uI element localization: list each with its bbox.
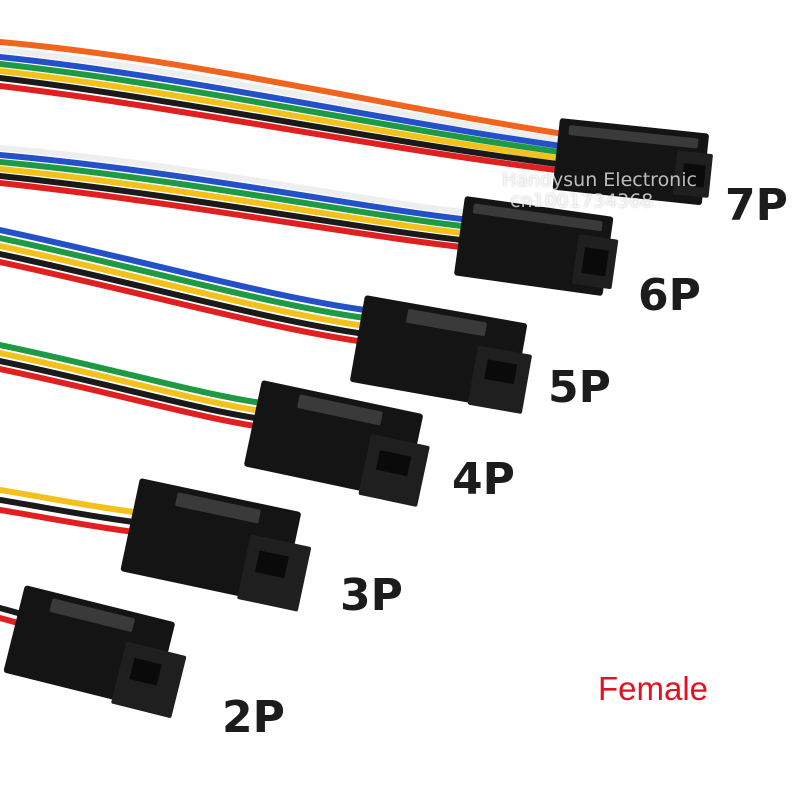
- cable-5p: [0, 227, 383, 347]
- connector-4p: [244, 380, 430, 507]
- caption-female: Female: [598, 670, 709, 707]
- connector-7p: [552, 118, 713, 205]
- label-3p: 3P: [340, 570, 403, 621]
- label-5p: 5P: [548, 362, 611, 413]
- connector-6p: [454, 196, 619, 296]
- watermark-line-1: Handysun Electronic: [502, 169, 697, 191]
- label-2p: 2P: [222, 692, 285, 743]
- watermark: Handysun Electronic cn1001734368: [502, 170, 697, 212]
- connector-2p: [3, 585, 187, 718]
- watermark-line-2: cn1001734368: [510, 189, 654, 212]
- label-6p: 6P: [638, 270, 701, 321]
- connector-5p: [350, 295, 532, 414]
- label-4p: 4P: [452, 454, 515, 505]
- label-7p: 7P: [725, 180, 788, 231]
- cable-7p: [0, 39, 593, 177]
- cable-4p: [0, 342, 278, 432]
- cable-6p: [0, 145, 493, 253]
- connector-3p: [120, 478, 311, 612]
